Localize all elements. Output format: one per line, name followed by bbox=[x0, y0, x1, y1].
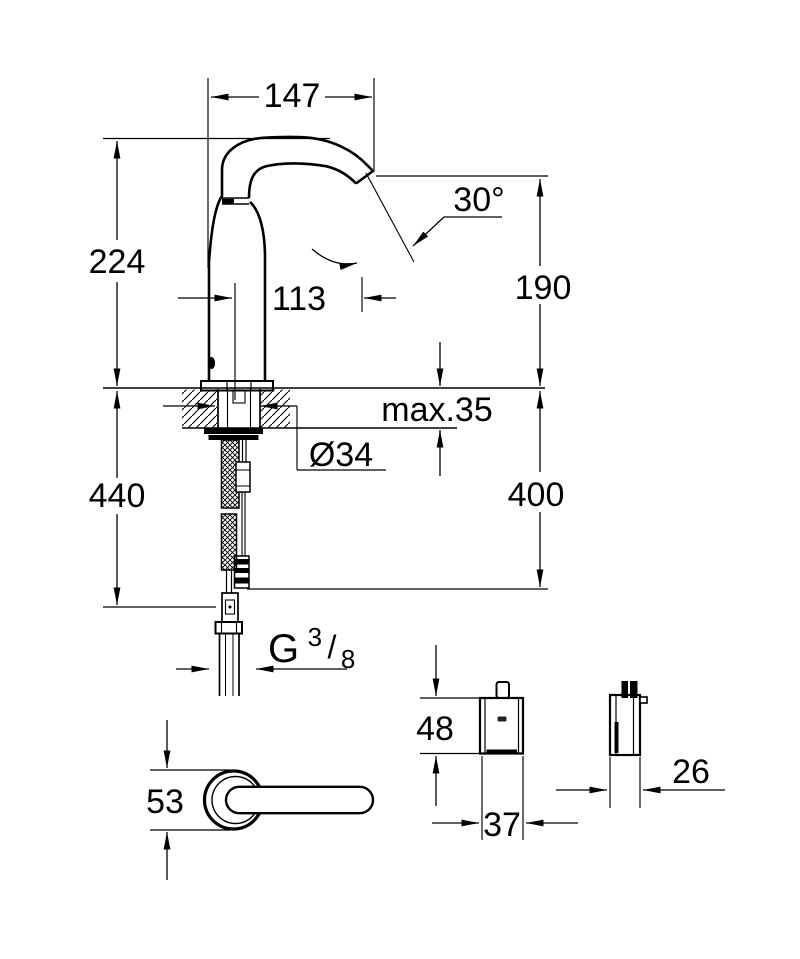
dim-hose-length-right: 400 bbox=[508, 476, 565, 514]
dim-hole-diameter: Ø34 bbox=[309, 436, 373, 474]
dim-box-width: 37 bbox=[483, 806, 521, 844]
dim-outlet-projection: 113 bbox=[272, 280, 326, 318]
lever-handle bbox=[224, 785, 375, 815]
g38-union-nut bbox=[214, 621, 243, 635]
dim-spout-reach: 147 bbox=[264, 77, 321, 115]
supply-hoses bbox=[214, 439, 251, 696]
cable-plug bbox=[233, 555, 250, 589]
counter-cross-section bbox=[103, 387, 545, 440]
handle-top-view bbox=[202, 769, 375, 831]
dim-thread-size: G 3 / 8 bbox=[268, 622, 355, 674]
ir-sensor-window bbox=[207, 357, 216, 369]
control-box-front-view bbox=[478, 681, 525, 755]
dim-box-height: 48 bbox=[416, 710, 454, 748]
control-box-side-view bbox=[608, 681, 648, 757]
dim-max-deck-thickness: max.35 bbox=[381, 391, 493, 429]
dim-handle-diameter: 53 bbox=[146, 783, 184, 821]
thread-denominator: 8 bbox=[341, 644, 355, 674]
dimension-labels: 147 224 30° 113 190 max.35 Ø34 440 400 G… bbox=[89, 77, 710, 844]
dim-spout-angle: 30° bbox=[453, 181, 504, 219]
dim-hose-length-left: 440 bbox=[89, 477, 146, 515]
brand-logo-mark bbox=[497, 716, 507, 722]
check-valve bbox=[235, 461, 251, 493]
dimension-lines bbox=[103, 78, 725, 880]
thread-numerator: 3 bbox=[308, 622, 322, 652]
dim-outlet-height: 190 bbox=[515, 269, 572, 307]
faucet-side-view bbox=[200, 135, 374, 392]
dim-box-depth: 26 bbox=[672, 753, 710, 791]
thread-letter: G bbox=[268, 627, 299, 671]
dim-spout-top-height: 224 bbox=[89, 243, 146, 281]
thread-slash: / bbox=[328, 629, 337, 665]
angle-direction-arrow bbox=[311, 248, 358, 271]
